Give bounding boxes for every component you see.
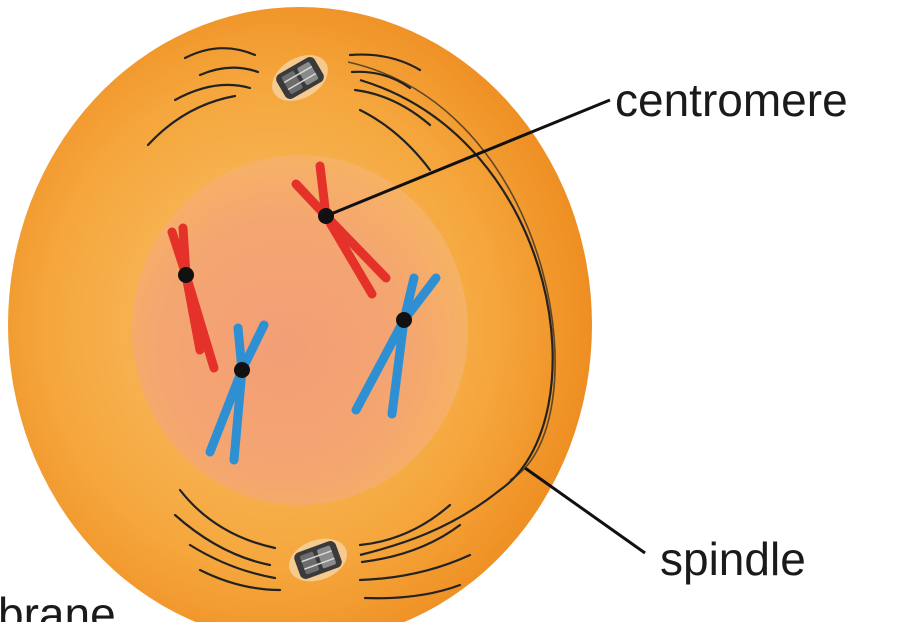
chromosome-red-left: [167, 223, 219, 373]
spindle-leader-line: [524, 466, 646, 555]
centrosome-icon: [272, 55, 328, 101]
centromere-label: centromere: [615, 74, 848, 126]
spindle-fibers-top: [146, 47, 432, 172]
spindle-fibers-bottom: [173, 488, 472, 600]
spindle-label: spindle: [660, 533, 806, 585]
centrosome-icon: [288, 538, 348, 582]
centromere-dot: [234, 362, 250, 378]
centromere-leader-line: [325, 98, 611, 218]
centromere-dot: [178, 267, 194, 283]
centromere-dot: [396, 312, 412, 328]
membrane-label: brane: [0, 588, 116, 622]
chromosome-blue-right: [351, 273, 441, 419]
nucleus-region: [132, 155, 468, 505]
spindle-arc-inner: [347, 61, 556, 481]
